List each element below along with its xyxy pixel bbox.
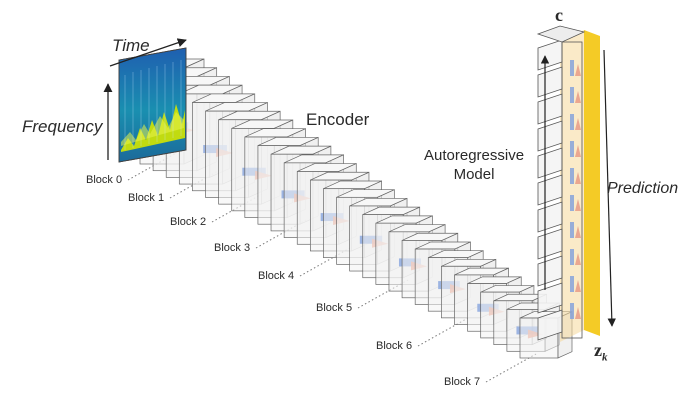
autoregressive-label-line2: Model xyxy=(453,166,495,183)
ar-slab xyxy=(537,147,563,179)
block-label-3: Block 3 xyxy=(214,242,251,254)
ar-activation-red xyxy=(575,253,581,265)
ar-activation-red xyxy=(575,118,581,130)
time-label: Time xyxy=(112,36,150,55)
autoregressive-tower xyxy=(536,25,600,342)
latent-z-label: zk xyxy=(594,340,608,364)
ar-slab xyxy=(537,39,563,71)
ar-slab xyxy=(537,93,563,125)
block-label-5: Block 5 xyxy=(316,302,353,314)
ar-activation-blue xyxy=(570,141,574,157)
block-label-1: Block 1 xyxy=(128,192,165,204)
ar-slab xyxy=(537,201,563,233)
ar-slab xyxy=(537,120,563,152)
spectrogram xyxy=(118,47,187,163)
block-label-7: Block 7 xyxy=(444,376,481,388)
ar-activation-blue xyxy=(570,303,574,319)
block-label-4: Block 4 xyxy=(258,270,295,282)
ar-slab xyxy=(537,255,563,287)
latent-z-letter: z xyxy=(594,340,602,360)
block-leader-6 xyxy=(417,317,469,347)
ar-activation-red xyxy=(575,172,581,184)
prediction-arrow xyxy=(603,49,616,327)
ar-activation-blue xyxy=(570,222,574,238)
ar-activation-blue xyxy=(570,195,574,211)
ar-activation-red xyxy=(575,280,581,292)
ar-activation-red xyxy=(575,307,581,319)
context-c-label: c xyxy=(555,5,563,25)
block-leader-4 xyxy=(299,247,351,277)
ar-activation-blue xyxy=(570,87,574,103)
ar-activation-red xyxy=(575,226,581,238)
ar-activation-blue xyxy=(570,276,574,292)
encoder-stack xyxy=(139,58,573,359)
ar-slab xyxy=(537,228,563,260)
block-label-6: Block 6 xyxy=(376,340,413,352)
ar-slab xyxy=(537,174,563,206)
autoregressive-label-line1: Autoregressive xyxy=(424,147,525,164)
block-leader-5 xyxy=(357,279,409,309)
block-label-2: Block 2 xyxy=(170,216,207,228)
block-leader-3 xyxy=(255,219,307,249)
block-leader-7 xyxy=(485,353,537,383)
ar-activation-red xyxy=(575,64,581,76)
autoregressive-label: Autoregressive Model xyxy=(424,146,524,184)
ar-activation-blue xyxy=(570,60,574,76)
latent-z-subscript: k xyxy=(602,351,608,364)
ar-activation-red xyxy=(575,145,581,157)
ar-activation-blue xyxy=(570,114,574,130)
frequency-label: Frequency xyxy=(22,117,103,136)
encoder-label: Encoder xyxy=(306,110,370,129)
ar-activation-blue xyxy=(570,249,574,265)
ar-slab xyxy=(537,66,563,98)
time-arrow xyxy=(109,38,187,67)
ar-activation-blue xyxy=(570,168,574,184)
block-label-0: Block 0 xyxy=(86,174,123,186)
ar-activation-red xyxy=(575,91,581,103)
ar-activation-red xyxy=(575,199,581,211)
prediction-label: Prediction xyxy=(607,180,679,197)
